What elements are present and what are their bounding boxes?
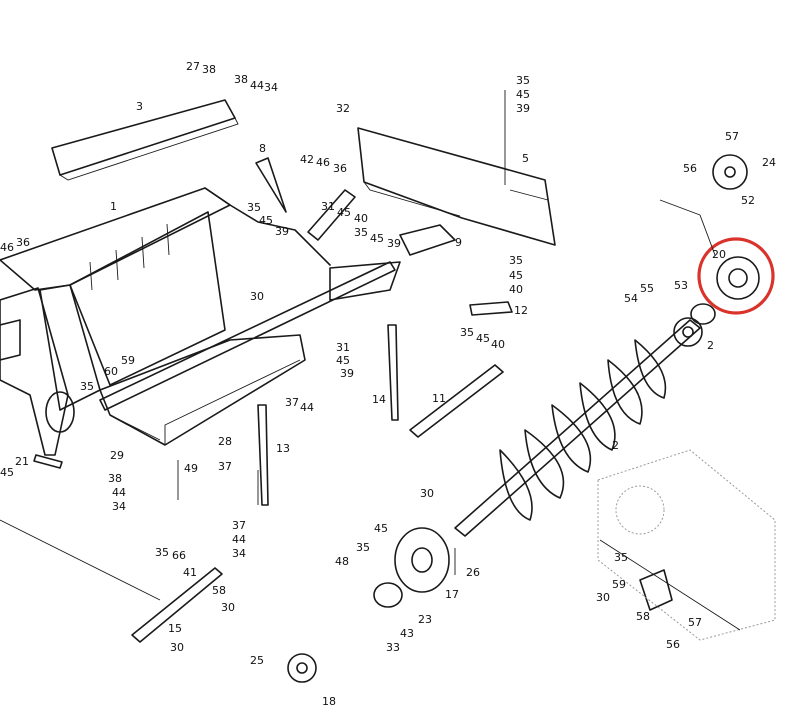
part-label: 40 bbox=[354, 212, 368, 225]
part-label: 39 bbox=[387, 237, 401, 250]
part-label: 36 bbox=[16, 236, 30, 249]
part-label: 43 bbox=[400, 627, 414, 640]
part-label: 5 bbox=[522, 152, 529, 165]
part-label: 45 bbox=[0, 466, 14, 479]
part-label: 46 bbox=[0, 241, 14, 254]
part-label: 28 bbox=[218, 435, 232, 448]
part-label: 37 bbox=[218, 460, 232, 473]
part-label: 35 bbox=[80, 380, 94, 393]
part-label: 52 bbox=[741, 194, 755, 207]
part-label: 1 bbox=[110, 200, 117, 213]
part-label: 56 bbox=[666, 638, 680, 651]
part-label: 57 bbox=[688, 616, 702, 629]
part-label: 46 bbox=[316, 156, 330, 169]
part-label: 45 bbox=[476, 332, 490, 345]
part-label: 59 bbox=[121, 354, 135, 367]
part-label: 53 bbox=[674, 279, 688, 292]
part-label: 55 bbox=[640, 282, 654, 295]
part-label: 45 bbox=[259, 214, 273, 227]
part-label: 9 bbox=[455, 236, 462, 249]
part-label: 34 bbox=[264, 81, 278, 94]
part-label: 27 bbox=[186, 60, 200, 73]
exploded-view-drawing bbox=[0, 90, 776, 683]
part-label: 45 bbox=[516, 88, 530, 101]
part-label: 45 bbox=[337, 206, 351, 219]
part-label: 35 bbox=[354, 226, 368, 239]
part-label: 30 bbox=[250, 290, 264, 303]
part-label: 20 bbox=[712, 248, 726, 261]
part-label: 11 bbox=[432, 392, 446, 405]
part-label: 8 bbox=[259, 142, 266, 155]
part-label: 35 bbox=[460, 326, 474, 339]
part-label: 21 bbox=[15, 455, 29, 468]
part-label: 44 bbox=[250, 79, 264, 92]
part-label: 13 bbox=[276, 442, 290, 455]
part-label: 3 bbox=[136, 100, 143, 113]
part-label: 39 bbox=[275, 225, 289, 238]
highlight-circle bbox=[697, 237, 775, 315]
part-label: 30 bbox=[170, 641, 184, 654]
part-label: 54 bbox=[624, 292, 638, 305]
part-label: 39 bbox=[340, 367, 354, 380]
part-label: 45 bbox=[336, 354, 350, 367]
part-label: 14 bbox=[372, 393, 386, 406]
part-label: 45 bbox=[374, 522, 388, 535]
part-label: 26 bbox=[466, 566, 480, 579]
part-label: 2 bbox=[707, 339, 714, 352]
part-label: 38 bbox=[234, 73, 248, 86]
part-label: 58 bbox=[212, 584, 226, 597]
part-label: 44 bbox=[232, 533, 246, 546]
part-label: 38 bbox=[108, 472, 122, 485]
part-label: 58 bbox=[636, 610, 650, 623]
part-label: 33 bbox=[386, 641, 400, 654]
part-label: 30 bbox=[596, 591, 610, 604]
part-label: 42 bbox=[300, 153, 314, 166]
part-label: 24 bbox=[762, 156, 776, 169]
part-label: 44 bbox=[112, 486, 126, 499]
part-label: 59 bbox=[612, 578, 626, 591]
part-label: 31 bbox=[321, 200, 335, 213]
part-label: 35 bbox=[155, 546, 169, 559]
part-label: 44 bbox=[300, 401, 314, 414]
part-label: 2 bbox=[612, 439, 619, 452]
part-label: 34 bbox=[232, 547, 246, 560]
part-label: 35 bbox=[247, 201, 261, 214]
part-label: 56 bbox=[683, 162, 697, 175]
part-label: 31 bbox=[336, 341, 350, 354]
part-label: 35 bbox=[356, 541, 370, 554]
part-label: 29 bbox=[110, 449, 124, 462]
part-label: 37 bbox=[285, 396, 299, 409]
part-label: 23 bbox=[418, 613, 432, 626]
part-label: 45 bbox=[509, 269, 523, 282]
part-label: 36 bbox=[333, 162, 347, 175]
part-label: 35 bbox=[614, 551, 628, 564]
part-label: 12 bbox=[514, 304, 528, 317]
part-label: 40 bbox=[509, 283, 523, 296]
part-label: 15 bbox=[168, 622, 182, 635]
part-label: 39 bbox=[516, 102, 530, 115]
part-label: 57 bbox=[725, 130, 739, 143]
part-label: 40 bbox=[491, 338, 505, 351]
part-label: 38 bbox=[202, 63, 216, 76]
part-label: 17 bbox=[445, 588, 459, 601]
part-label: 32 bbox=[336, 102, 350, 115]
part-label: 25 bbox=[250, 654, 264, 667]
part-label: 37 bbox=[232, 519, 246, 532]
part-label: 60 bbox=[104, 365, 118, 378]
part-label: 35 bbox=[509, 254, 523, 267]
part-label: 30 bbox=[420, 487, 434, 500]
part-label: 35 bbox=[516, 74, 530, 87]
part-label: 41 bbox=[183, 566, 197, 579]
part-label: 18 bbox=[322, 695, 336, 708]
part-label: 66 bbox=[172, 549, 186, 562]
part-label: 45 bbox=[370, 232, 384, 245]
part-label: 34 bbox=[112, 500, 126, 513]
part-label: 48 bbox=[335, 555, 349, 568]
part-label: 49 bbox=[184, 462, 198, 475]
part-label: 30 bbox=[221, 601, 235, 614]
